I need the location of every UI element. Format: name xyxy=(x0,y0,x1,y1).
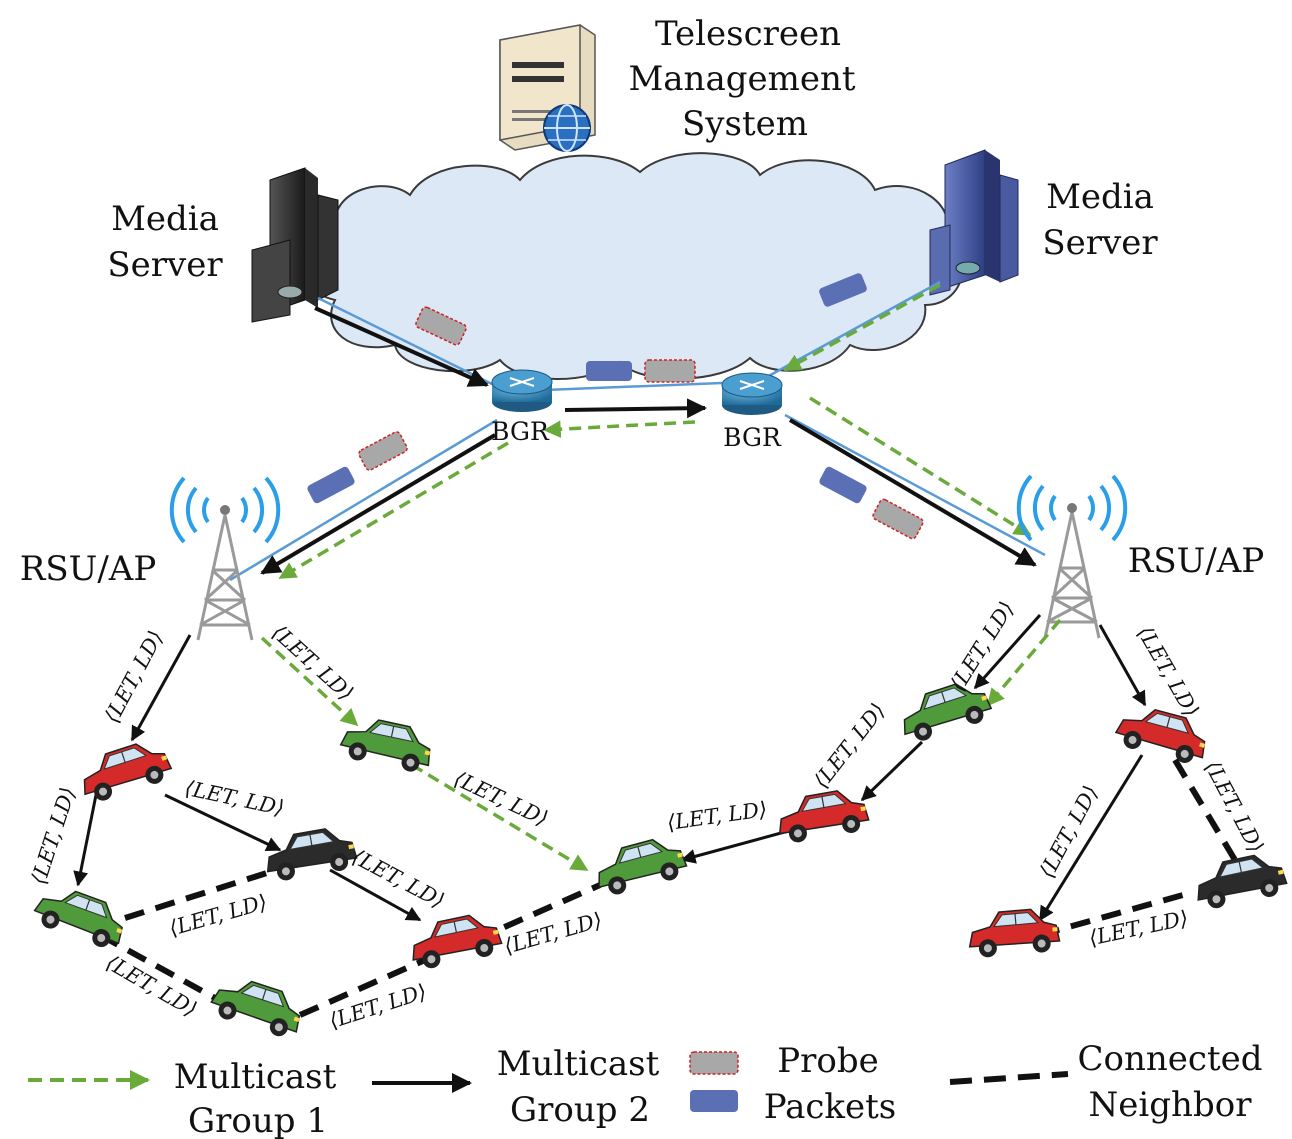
tms-label-line2: Management xyxy=(628,59,855,99)
group2-vehicle-arrows xyxy=(73,614,1147,922)
probe-packet xyxy=(644,359,696,383)
media-server-right-icon xyxy=(929,149,1019,296)
rsu-left-label: RSU/AP xyxy=(20,549,156,589)
data-packet xyxy=(586,361,632,381)
let-ld-tag: ⟨LET, LD⟩ xyxy=(26,784,80,887)
probe-packet xyxy=(872,498,924,540)
car-icon xyxy=(968,908,1061,958)
let-ld-tag: ⟨LET, LD⟩ xyxy=(166,890,269,941)
probe-packet xyxy=(415,306,467,346)
legend-neighbor-swatch xyxy=(949,1071,1069,1085)
telescreen-server-icon xyxy=(499,24,596,152)
media-server-right-label-2: Server xyxy=(1042,223,1158,263)
legend-probe-label: Probe xyxy=(777,1041,879,1081)
rsu-right-label: RSU/AP xyxy=(1128,541,1264,581)
media-server-left-label-2: Server xyxy=(107,245,223,285)
car-icon xyxy=(33,890,123,948)
bgr-left-router-icon xyxy=(491,369,553,412)
neighbor-links xyxy=(98,758,1238,1018)
rsu-right-tower-icon xyxy=(1016,474,1128,639)
let-ld-tag: ⟨LET, LD⟩ xyxy=(809,699,890,793)
media-server-left-label-1: Media xyxy=(111,199,219,239)
legend-probe-swatch xyxy=(689,1051,739,1075)
let-ld-tag: ⟨LET, LD⟩ xyxy=(1035,782,1103,882)
let-ld-tag: ⟨LET, LD⟩ xyxy=(102,950,201,1021)
legend-group2-line1: Multicast xyxy=(497,1044,660,1084)
bgr-right-label: BGR xyxy=(723,423,782,452)
car-icon xyxy=(903,683,993,741)
media-server-right-label-1: Media xyxy=(1046,177,1154,217)
group2-backbone-arrows xyxy=(260,306,1037,575)
let-ld-tag: ⟨LET, LD⟩ xyxy=(326,979,429,1033)
legend: Multicast Group 1 Multicast Group 2 Prob… xyxy=(28,1039,1263,1139)
let-ld-tag: ⟨LET, LD⟩ xyxy=(183,776,287,820)
bgr-right-router-icon xyxy=(721,372,783,415)
probe-packet xyxy=(358,431,408,471)
bgr-left-label: BGR xyxy=(491,417,550,446)
legend-group1-line1: Multicast xyxy=(174,1057,337,1097)
legend-packets-label: Packets xyxy=(764,1087,897,1127)
car-icon xyxy=(598,838,688,895)
legend-neighbor-line1: Connected xyxy=(1078,1039,1263,1079)
group1-vehicle-arrows xyxy=(260,618,1062,872)
legend-group1-line2: Group 1 xyxy=(188,1101,328,1139)
media-server-left-icon xyxy=(251,167,339,323)
data-packet xyxy=(819,273,867,307)
packets xyxy=(307,273,924,540)
let-ld-tag: ⟨LET, LD⟩ xyxy=(267,620,358,705)
tms-label-line3: System xyxy=(682,104,808,144)
data-packet xyxy=(819,466,867,504)
car-icon xyxy=(1114,708,1206,763)
car-icon xyxy=(339,719,431,772)
car-icon xyxy=(210,980,301,1037)
let-ld-tag: ⟨LET, LD⟩ xyxy=(348,845,448,913)
car-icon xyxy=(1197,854,1288,909)
group1-backbone-arrows xyxy=(278,283,1032,580)
data-packet xyxy=(307,466,355,504)
let-ld-tag: ⟨LET, LD⟩ xyxy=(1132,622,1203,721)
car-icon xyxy=(266,828,358,881)
car-icon xyxy=(83,743,173,801)
let-ld-tag: ⟨LET, LD⟩ xyxy=(100,627,168,727)
legend-packet-swatch xyxy=(690,1090,738,1112)
legend-neighbor-line2: Neighbor xyxy=(1089,1085,1253,1125)
let-ld-tag: ⟨LET, LD⟩ xyxy=(1200,757,1268,857)
let-ld-tag: ⟨LET, LD⟩ xyxy=(501,908,604,959)
car-icon xyxy=(412,914,503,969)
rsu-left-tower-icon xyxy=(169,476,281,641)
let-ld-tag: ⟨LET, LD⟩ xyxy=(665,797,768,835)
let-ld-tag: ⟨LET, LD⟩ xyxy=(1087,906,1191,950)
tms-label-line1: Telescreen xyxy=(655,14,841,54)
car-icon xyxy=(778,790,870,843)
vehicles xyxy=(33,683,1288,1037)
legend-group2-line2: Group 2 xyxy=(510,1090,650,1130)
let-ld-tags: ⟨LET, LD⟩ ⟨LET, LD⟩ ⟨LET, LD⟩ ⟨LET, LD⟩ ⟨LET… xyxy=(26,597,1268,1033)
